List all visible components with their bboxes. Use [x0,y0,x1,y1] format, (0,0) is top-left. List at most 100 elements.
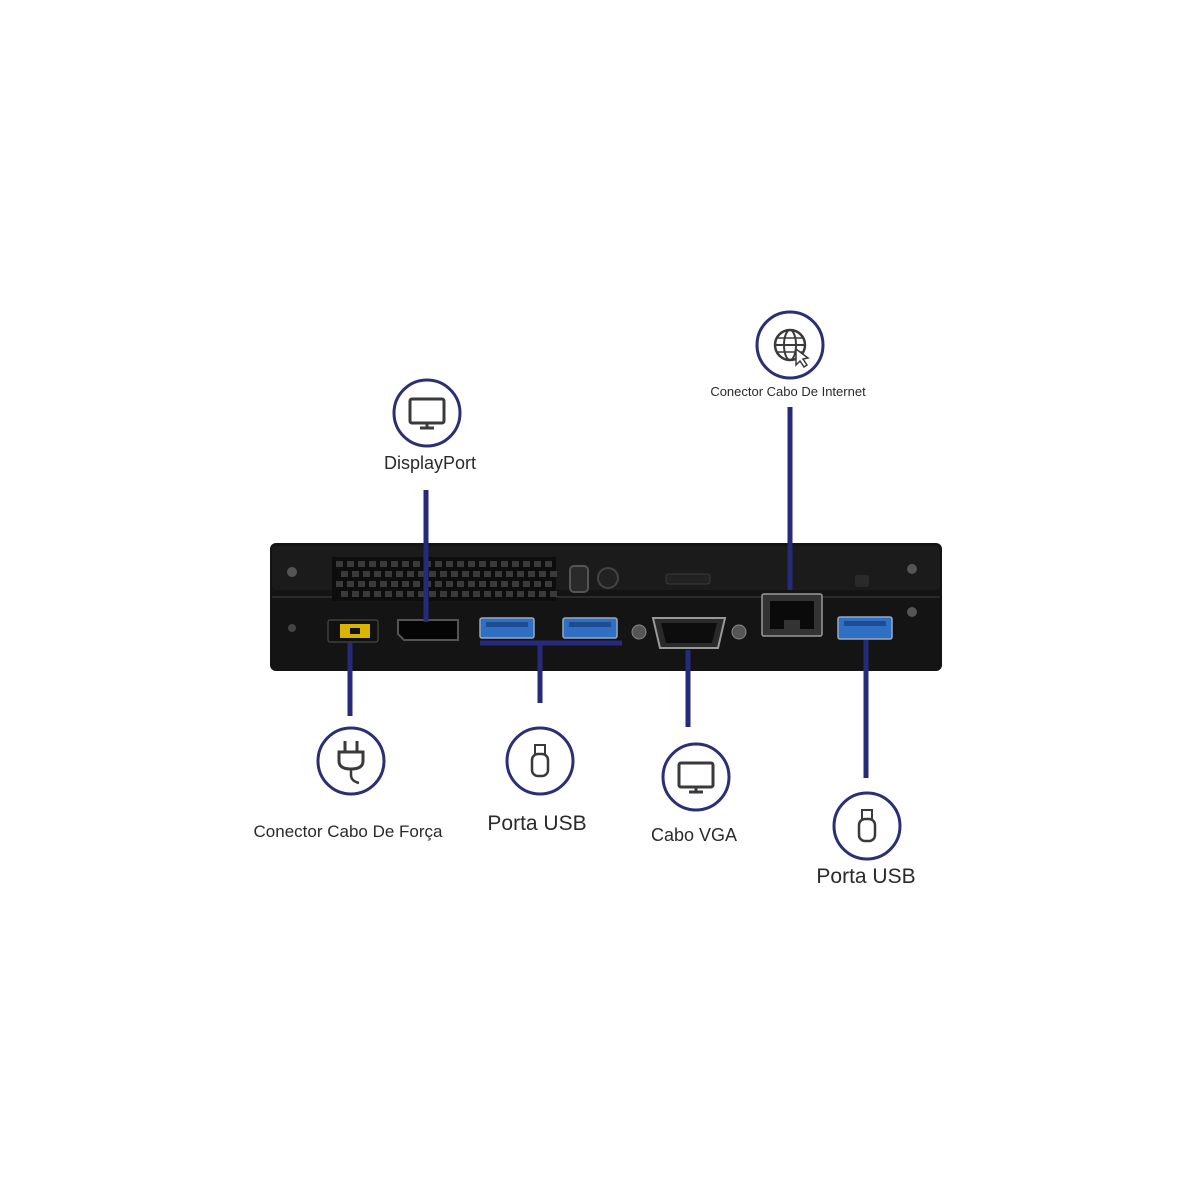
vent-hole [479,561,486,567]
power-port [327,619,379,643]
internet-connector-label: Conector Cabo De Internet [710,384,866,399]
usb-port-right-label: Porta USB [816,865,916,888]
vent-hole [473,591,480,597]
vent-hole [435,581,442,587]
usb-port-3 [837,616,893,640]
vent-hole [490,561,497,567]
vent-hole [545,561,552,567]
globe-cursor-icon [755,310,825,380]
vent-hole [479,581,486,587]
vent-hole [550,571,557,577]
vent-hole [347,561,354,567]
vent-hole [523,561,530,567]
displayport-port [397,619,459,641]
vent-hole [363,591,370,597]
vent-hole [512,581,519,587]
vent-hole [440,591,447,597]
usb-stick-icon-right [832,791,902,861]
vent-hole [484,571,491,577]
vent-hole [512,561,519,567]
vent-hole [407,591,414,597]
vent-hole [517,571,524,577]
vent-hole [490,581,497,587]
power-plug-icon [316,726,386,796]
vent-hole [413,581,420,587]
vent-hole [418,591,425,597]
vent-hole [523,581,530,587]
ethernet-port [761,593,823,637]
vent-hole [358,561,365,567]
vent-hole [451,571,458,577]
vent-hole [506,571,513,577]
usb-port-2 [562,617,618,639]
vent-hole [473,571,480,577]
vent-hole [352,571,359,577]
vent-hole [341,591,348,597]
vent-hole [457,581,464,587]
vent-hole [374,591,381,597]
vent-hole [336,581,343,587]
vent-hole [446,561,453,567]
vga-cable-label: Cabo VGA [650,825,738,845]
vent-hole [501,581,508,587]
vent-hole [440,571,447,577]
vent-hole [336,561,343,567]
vent-hole [534,561,541,567]
vent-hole [413,561,420,567]
vent-hole [495,571,502,577]
vent-hole [358,581,365,587]
vent-hole [462,571,469,577]
vent-hole [341,571,348,577]
vent-hole [385,591,392,597]
vent-hole [528,591,535,597]
usb-port-label: Porta USB [487,812,587,835]
vent-hole [534,581,541,587]
vent-hole [545,581,552,587]
vent-hole [528,571,535,577]
vent-hole [462,591,469,597]
vent-hole [435,561,442,567]
vent-hole [429,591,436,597]
vent-hole [517,591,524,597]
vent-hole [380,581,387,587]
vent-hole [396,571,403,577]
vent-hole [402,581,409,587]
vga-port [631,617,747,649]
vent-hole [380,561,387,567]
vent-hole [429,571,436,577]
vent-hole [457,561,464,567]
connector-lines [347,407,869,778]
vent-hole [501,561,508,567]
vent-hole [468,581,475,587]
vent-hole [468,561,475,567]
vent-hole [407,571,414,577]
vent-hole [352,591,359,597]
vent-hole [391,581,398,587]
vent-hole [347,581,354,587]
vent-hole [539,571,546,577]
vent-hole [363,571,370,577]
vent-hole [446,581,453,587]
vent-hole [539,591,546,597]
usb-port-1 [479,617,535,639]
vent-hole [396,591,403,597]
vent-hole [550,591,557,597]
vent-hole [484,591,491,597]
vent-hole [451,591,458,597]
monitor-icon [392,378,462,448]
vent-hole [374,571,381,577]
vent-hole [402,561,409,567]
vent-hole [495,591,502,597]
displayport-label: DisplayPort [383,453,477,473]
mini-pc-rear-panel [270,543,942,671]
power-connector-label: Conector Cabo De Força [253,822,443,841]
vga-monitor-icon [661,742,731,812]
vent-hole [385,571,392,577]
usb-stick-icon [505,726,575,796]
vent-hole [506,591,513,597]
vent-hole [418,571,425,577]
vent-hole [369,561,376,567]
vent-hole [391,561,398,567]
